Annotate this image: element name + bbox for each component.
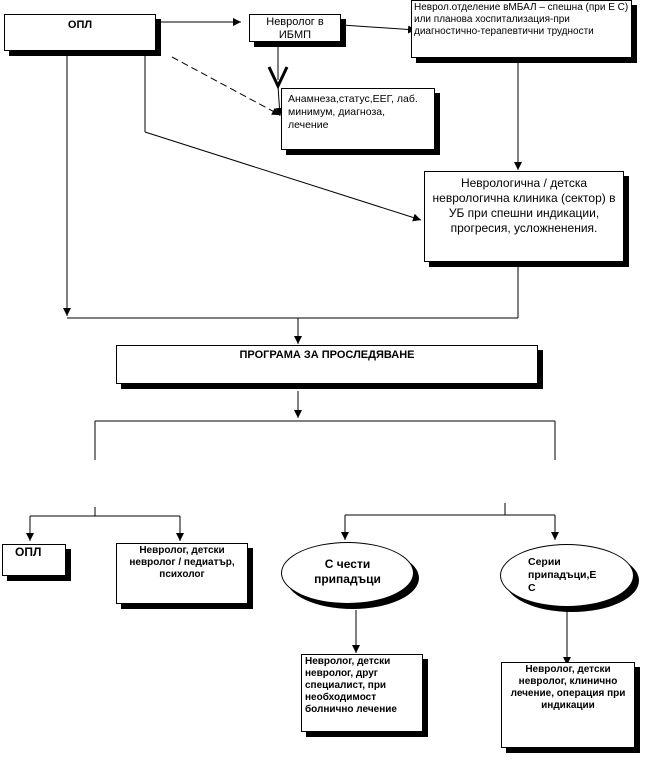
node-neuro-department-label: Неврол.отделение вМБАЛ – спешна (при Е С… [414,2,629,37]
node-frequent-followup: Невролог, детски невролог, друг специали… [301,654,423,732]
node-serial-followup: Невролог, детски невролог, клинично лече… [501,662,635,748]
node-neurologist-ibmp-label: Невролог в ИБМП [266,16,324,41]
dashed-arrow-opl-to-anamnesis [171,56,281,116]
node-opl-top-label: ОПЛ [67,19,93,31]
node-serial-followup-label: Невролог, детски невролог, клинично лече… [510,664,626,711]
node-frequent-followup-label: Невролог, детски невролог, друг специали… [305,656,397,715]
node-anamnesis-label: Анамнеза,статус,ЕЕГ, лаб. минимум, диагн… [288,93,418,131]
arrow-opl-to-clinic [144,131,422,222]
arrow-ibmp-to-department [341,24,417,34]
node-program-label: ПРОГРАМА ЗА ПРОСЛЕДЯВАНЕ [239,349,415,361]
node-serial-seizures: Серии припадъци,Е С [500,544,634,607]
node-neurologist-child: Невролог, детски невролог / педиатър, пс… [116,543,248,604]
node-frequent-seizures: С чести припадъци [281,542,414,604]
node-serial-seizures-label: Серии припадъци,Е С [528,556,597,594]
node-neurologist-ibmp: Невролог в ИБМП [249,14,341,42]
node-frequent-seizures-label: С чести припадъци [314,557,381,586]
arrow-to-anamnesis [275,85,284,117]
node-anamnesis: Анамнеза,статус,ЕЕГ, лаб. минимум, диагн… [281,88,435,150]
node-opl-bottom: ОПЛ [2,544,66,576]
node-neuro-clinic-label: Неврологична / детска неврологична клини… [432,176,616,235]
node-program: ПРОГРАМА ЗА ПРОСЛЕДЯВАНЕ [116,345,538,384]
node-opl-top: ОПЛ [4,14,156,51]
node-neuro-department: Неврол.отделение вМБАЛ – спешна (при Е С… [411,0,632,58]
node-opl-bottom-label: ОПЛ [15,545,42,559]
node-neuro-clinic: Неврологична / детска неврологична клини… [424,171,624,262]
node-neurologist-child-label: Невролог, детски невролог / педиатър, пс… [129,545,235,580]
